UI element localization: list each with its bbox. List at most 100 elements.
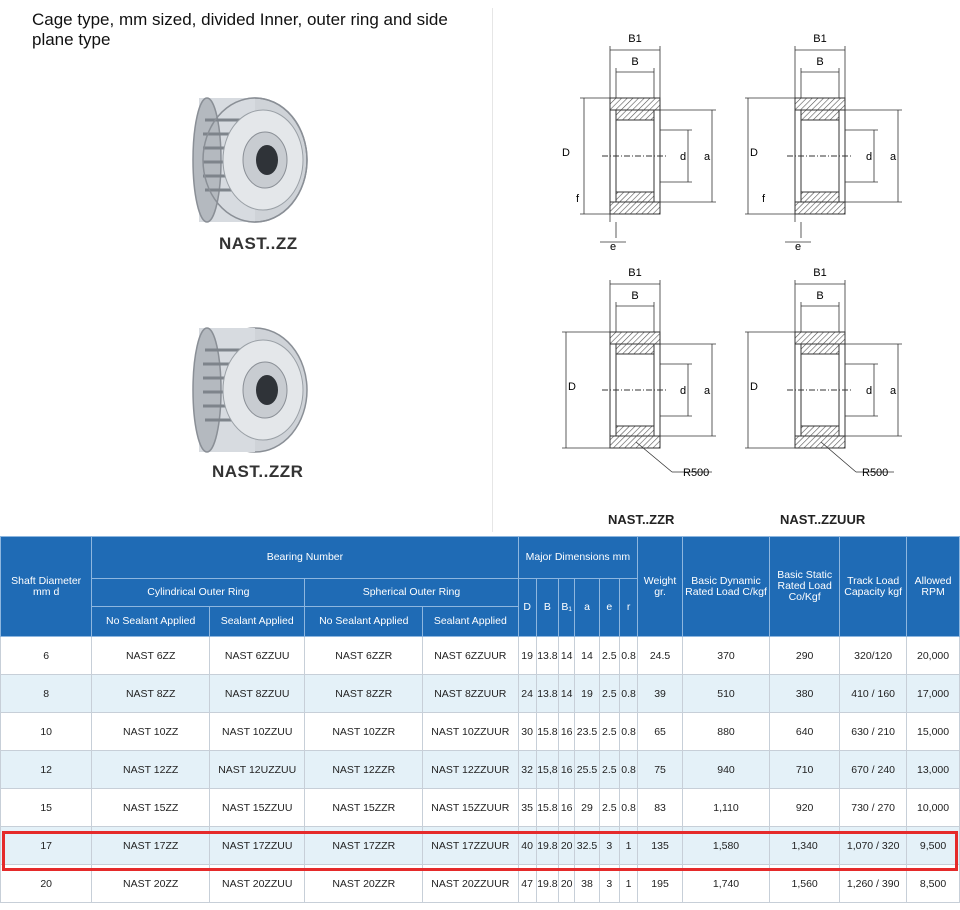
cell-dim-a: 32.5 <box>574 826 600 865</box>
cell-dim-B: 19.8 <box>535 826 560 865</box>
dim-label-d-outer: D <box>568 381 576 393</box>
cell-dynamic-load: 370 <box>681 636 771 675</box>
cell-sph-no-sealant: NAST 6ZZR <box>304 636 424 675</box>
dim-label-d-inner: d <box>680 151 686 163</box>
cell-cyl-sealant: NAST 10ZZUU <box>209 712 306 751</box>
cell-dim-B1: 14 <box>558 636 576 675</box>
dim-label-d-outer: D <box>750 381 758 393</box>
dim-label-r500: R500 <box>683 467 709 479</box>
cell-dynamic-load: 1,110 <box>681 788 771 827</box>
cell-dim-e: 2.5 <box>598 750 620 789</box>
cell-dim-B1: 16 <box>558 750 576 789</box>
bearing-photo-zzr <box>192 327 308 453</box>
cell-sph-sealant: NAST 17ZZUUR <box>422 826 519 865</box>
cell-rpm: 10,000 <box>906 788 960 827</box>
cell-rpm: 8,500 <box>906 864 960 903</box>
dim-label-b1: B1 <box>813 267 826 279</box>
cell-dynamic-load: 1,740 <box>681 864 771 903</box>
dim-label-b: B <box>816 290 823 302</box>
cell-dim-r: 1 <box>618 864 639 903</box>
col-header-static-load: Basic Static Rated Load Co/Kgf <box>769 536 841 637</box>
cell-shaft-diameter: 15 <box>0 788 93 827</box>
dim-label-e: e <box>610 241 616 253</box>
cell-dim-D: 30 <box>517 712 537 751</box>
section-divider <box>492 8 493 532</box>
cell-dim-a: 25.5 <box>574 750 600 789</box>
cell-shaft-diameter: 8 <box>0 674 93 713</box>
cell-dynamic-load: 510 <box>681 674 771 713</box>
cell-cyl-sealant: NAST 8ZZUU <box>209 674 306 713</box>
cell-dim-D: 47 <box>517 864 537 903</box>
table-row: 6 NAST 6ZZ NAST 6ZZUU NAST 6ZZR NAST 6ZZ… <box>0 636 960 675</box>
cell-shaft-diameter: 10 <box>0 712 93 751</box>
dim-label-d-inner: d <box>866 385 872 397</box>
table-row: 10 NAST 10ZZ NAST 10ZZUU NAST 10ZZR NAST… <box>0 712 960 751</box>
dim-label-a: a <box>890 385 897 397</box>
cell-rpm: 13,000 <box>906 750 960 789</box>
dim-label-b1: B1 <box>628 33 641 45</box>
cell-weight: 39 <box>637 674 683 713</box>
col-header-weight: Weight gr. <box>637 536 683 637</box>
cell-dim-r: 0.8 <box>618 674 639 713</box>
dim-label-f: f <box>762 193 766 205</box>
cell-weight: 24.5 <box>637 636 683 675</box>
drawing-caption-zzuur: NAST..ZZUUR <box>780 512 866 527</box>
cell-sph-sealant: NAST 10ZZUUR <box>422 712 519 751</box>
dim-label-b: B <box>631 56 638 68</box>
col-header-dim-r: r <box>618 578 639 637</box>
cell-dim-D: 24 <box>517 674 537 713</box>
col-header-dim-e: e <box>598 578 620 637</box>
bearing-photo-zz <box>192 97 308 223</box>
cell-weight: 83 <box>637 788 683 827</box>
cell-sph-no-sealant: NAST 15ZZR <box>304 788 424 827</box>
cell-shaft-diameter: 20 <box>0 864 93 903</box>
cell-dim-B: 15.8 <box>535 712 560 751</box>
dim-label-d-outer: D <box>562 147 570 159</box>
col-header-dim-D: D <box>517 578 537 637</box>
col-header-rpm: Allowed RPM <box>906 536 960 637</box>
cell-track-load: 670 / 240 <box>839 750 908 789</box>
dimension-drawings: B1 B D d a f e B1 B D d a f e <box>562 33 902 479</box>
col-header-shaft: Shaft Diameter mm d <box>0 536 93 637</box>
cell-dim-B: 19.8 <box>535 864 560 903</box>
cell-rpm: 9,500 <box>906 826 960 865</box>
cell-dim-r: 1 <box>618 826 639 865</box>
cell-cyl-no-sealant: NAST 8ZZ <box>91 674 211 713</box>
cell-dim-a: 29 <box>574 788 600 827</box>
cell-static-load: 640 <box>769 712 841 751</box>
cell-dim-B1: 16 <box>558 712 576 751</box>
dim-label-a: a <box>890 151 897 163</box>
col-header-cyl-sealant: Sealant Applied <box>209 606 306 637</box>
cell-static-load: 710 <box>769 750 841 789</box>
cell-dim-e: 3 <box>598 864 620 903</box>
col-header-dim-B: B <box>535 578 560 637</box>
cell-weight: 195 <box>637 864 683 903</box>
cell-cyl-sealant: NAST 12UZZUU <box>209 750 306 789</box>
cell-dim-D: 19 <box>517 636 537 675</box>
cell-weight: 135 <box>637 826 683 865</box>
cell-static-load: 920 <box>769 788 841 827</box>
cell-rpm: 15,000 <box>906 712 960 751</box>
cell-cyl-sealant: NAST 17ZZUU <box>209 826 306 865</box>
cell-shaft-diameter: 12 <box>0 750 93 789</box>
cell-cyl-no-sealant: NAST 10ZZ <box>91 712 211 751</box>
cell-dim-D: 40 <box>517 826 537 865</box>
dim-label-b: B <box>631 290 638 302</box>
cell-dim-a: 23.5 <box>574 712 600 751</box>
col-header-cylindrical: Cylindrical Outer Ring <box>91 578 306 607</box>
dim-label-f: f <box>576 193 580 205</box>
cell-cyl-no-sealant: NAST 6ZZ <box>91 636 211 675</box>
col-header-cyl-no-sealant: No Sealant Applied <box>91 606 211 637</box>
col-header-sph-sealant: Sealant Applied <box>422 606 519 637</box>
cell-sph-no-sealant: NAST 8ZZR <box>304 674 424 713</box>
cell-dim-e: 2.5 <box>598 712 620 751</box>
table-row: 20 NAST 20ZZ NAST 20ZZUU NAST 20ZZR NAST… <box>0 864 960 903</box>
col-header-track-load: Track Load Capacity kgf <box>839 536 908 637</box>
cell-sph-no-sealant: NAST 10ZZR <box>304 712 424 751</box>
dim-label-a: a <box>704 385 711 397</box>
cell-dim-B1: 20 <box>558 864 576 903</box>
cell-dim-B: 13.8 <box>535 674 560 713</box>
dim-label-b1: B1 <box>628 267 641 279</box>
col-header-bearing-number: Bearing Number <box>91 536 519 579</box>
cell-sph-no-sealant: NAST 12ZZR <box>304 750 424 789</box>
